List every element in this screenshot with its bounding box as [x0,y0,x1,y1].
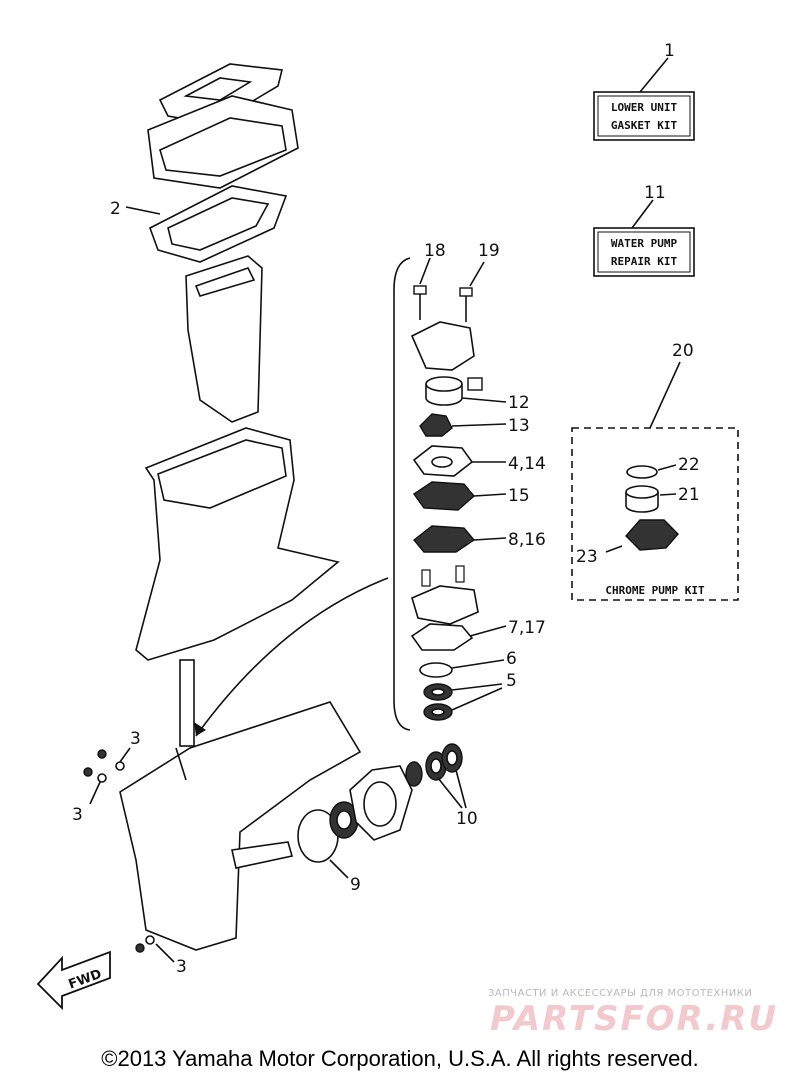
kit-number-1: 1 [664,41,675,61]
water-pump-parts: 18 19 12 13 4,14 15 8,16 7,17 [194,241,546,737]
screws-part-3: 3 3 3 [72,729,187,977]
kit-label-line1: LOWER UNIT [611,101,678,114]
drive-shaft-housing [135,427,340,747]
kit-label-line2: GASKET KIT [611,119,678,132]
watermark: ЗАПЧАСТИ И АКСЕССУАРЫ ДЛЯ МОТОТЕХНИКИ PA… [488,988,778,1039]
kit-number-11: 11 [644,183,666,203]
callout-19: 19 [478,241,500,261]
callout-10: 10 [456,809,478,829]
upper-casing-group: 2 [110,63,299,423]
callout-3-a: 3 [130,729,141,749]
chrome-pump-kit-label: CHROME PUMP KIT [605,584,705,597]
callout-15: 15 [508,486,530,506]
part-13 [419,413,453,437]
callout-3-b: 3 [72,805,83,825]
callout-12: 12 [508,393,530,413]
part-23 [625,519,679,551]
callout-5: 5 [506,671,517,691]
callout-23: 23 [576,547,598,567]
part-22 [626,465,658,479]
callout-6: 6 [506,649,517,669]
lower-unit-gearcase [119,701,362,951]
part-2 [149,185,288,263]
shaft-housing-parts: 9 10 [297,743,478,895]
lower-unit-gasket-kit: 1 LOWER UNIT GASKET KIT [593,41,695,141]
watermark-tagline: ЗАПЧАСТИ И АКСЕССУАРЫ ДЛЯ МОТОТЕХНИКИ [488,988,752,999]
kit-label-line2: REPAIR KIT [611,255,678,268]
callout-7-17: 7,17 [508,618,546,638]
callout-3-c: 3 [176,957,187,977]
chrome-pump-kit: 20 22 21 23 CHROME PUMP KIT [571,341,739,601]
callout-22: 22 [678,455,700,475]
water-pump-repair-kit: 11 WATER PUMP REPAIR KIT [593,183,695,277]
kit-number-20: 20 [672,341,694,361]
callout-8-16: 8,16 [508,530,546,550]
copyright-notice: ©2013 Yamaha Motor Corporation, U.S.A. A… [101,1046,698,1071]
kit-label-line1: WATER PUMP [611,237,678,250]
callout-4-14: 4,14 [508,454,546,474]
callout-9: 9 [350,875,361,895]
callout-18: 18 [424,241,446,261]
callout-13: 13 [508,416,530,436]
callout-21: 21 [678,485,700,505]
fwd-arrow: FWD [36,950,111,1011]
callout-2: 2 [110,199,121,219]
watermark-brand: PARTSFOR.RU [490,999,778,1039]
